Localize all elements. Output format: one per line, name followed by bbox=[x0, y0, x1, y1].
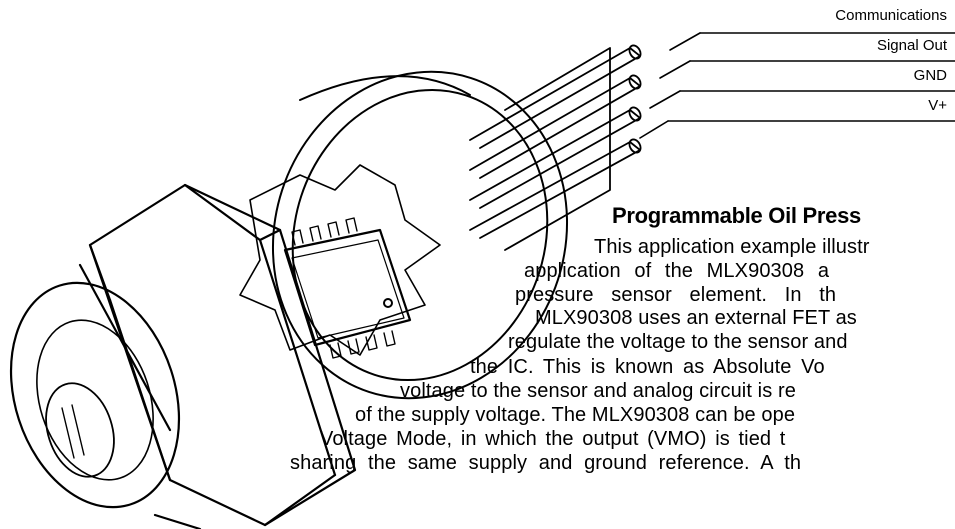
body-line-2: application of the MLX90308 a bbox=[524, 260, 830, 282]
hex-nut bbox=[90, 185, 355, 525]
label-gnd: GND bbox=[913, 67, 947, 84]
body-line-4: MLX90308 uses an external FET as bbox=[535, 307, 857, 329]
body-line-10: sharing the same supply and ground refer… bbox=[290, 452, 802, 474]
body-line-1: This application example illustr bbox=[594, 236, 870, 258]
page-title: Programmable Oil Press bbox=[612, 203, 861, 228]
pin-2 bbox=[470, 78, 640, 178]
fitting-bore bbox=[35, 374, 126, 485]
body-line-7: voltage to the sensor and analog circuit… bbox=[400, 380, 796, 402]
body-line-3: pressure sensor element. In th bbox=[515, 284, 837, 306]
label-v-plus: V+ bbox=[928, 97, 947, 114]
pin-4 bbox=[470, 142, 640, 238]
label-communications: Communications bbox=[835, 7, 947, 24]
pin1-dot bbox=[384, 299, 392, 307]
label-signal-out: Signal Out bbox=[876, 37, 947, 54]
fitting-end-face bbox=[0, 261, 207, 529]
body-line-8: of the supply voltage. The MLX90308 can … bbox=[355, 404, 796, 426]
connector-pins bbox=[470, 43, 643, 250]
chip-carrier bbox=[240, 165, 440, 355]
body-line-9: Voltage Mode, in which the output (VMO) … bbox=[320, 428, 786, 450]
pin-3 bbox=[470, 110, 640, 208]
body-line-5: regulate the voltage to the sensor and bbox=[508, 331, 848, 353]
fitting-cylinder bbox=[0, 261, 207, 529]
body-line-6: the IC. This is known as Absolute Vo bbox=[470, 356, 825, 378]
wire-leaders bbox=[640, 33, 955, 138]
ic-chip bbox=[285, 218, 410, 358]
pin-1 bbox=[470, 48, 640, 148]
housing-ring bbox=[231, 33, 609, 436]
